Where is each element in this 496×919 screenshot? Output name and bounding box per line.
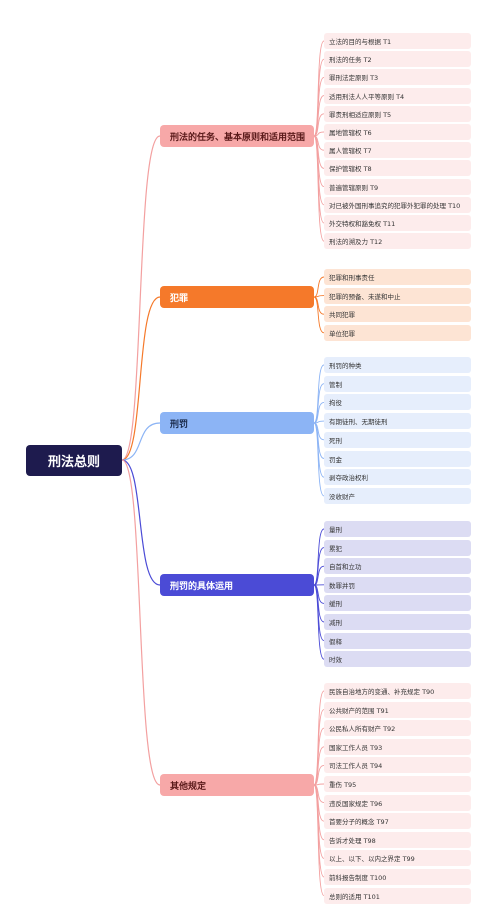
connector-line xyxy=(313,565,325,586)
leaf-node[interactable]: 民族自治地方的变通、补充规定 T90 xyxy=(324,683,471,699)
leaf-node[interactable]: 国家工作人员 T93 xyxy=(324,738,471,755)
leaf-node[interactable]: 以上、以下、以内之界定 T99 xyxy=(324,850,471,867)
leaf-node[interactable]: 拘役 xyxy=(324,394,471,411)
leaf-node[interactable]: 前科报告制度 T100 xyxy=(324,869,471,885)
branch-node[interactable]: 刑罚的具体运用 xyxy=(160,574,314,596)
connector-line xyxy=(121,135,161,461)
leaf-node[interactable]: 罚金 xyxy=(324,450,471,467)
leaf-node[interactable]: 自首和立功 xyxy=(324,558,471,575)
leaf-node[interactable]: 累犯 xyxy=(324,539,471,556)
leaf-node[interactable]: 假释 xyxy=(324,632,471,649)
leaf-node[interactable]: 罪刑法定原则 T3 xyxy=(324,69,471,86)
leaf-node[interactable]: 外交特权和豁免权 T11 xyxy=(324,215,471,231)
connector-line xyxy=(121,296,161,461)
leaf-node[interactable]: 数罪并罚 xyxy=(324,576,471,593)
connector-line xyxy=(313,296,325,334)
leaf-node[interactable]: 减刑 xyxy=(324,614,471,630)
connector-line xyxy=(121,459,161,586)
leaf-node[interactable]: 违反国家规定 T96 xyxy=(324,794,471,811)
connector-line xyxy=(313,296,325,315)
root-node[interactable]: 刑法总则 xyxy=(26,445,122,476)
connector-line xyxy=(313,584,325,660)
leaf-node[interactable]: 普遍管辖原则 T9 xyxy=(324,178,471,195)
connector-line xyxy=(313,422,325,459)
leaf-node[interactable]: 公民私人所有财产 T92 xyxy=(324,720,471,737)
leaf-node[interactable]: 单位犯罪 xyxy=(324,324,471,341)
branch-node[interactable]: 刑罚 xyxy=(160,412,314,434)
leaf-node[interactable]: 没收财产 xyxy=(324,487,471,504)
connector-line xyxy=(313,401,325,424)
connector-line xyxy=(313,383,325,424)
leaf-node[interactable]: 重伤 T95 xyxy=(324,776,471,792)
branch-node[interactable]: 其他规定 xyxy=(160,774,314,796)
leaf-node[interactable]: 有期徒刑、无期徒刑 xyxy=(324,413,471,430)
leaf-node[interactable]: 告诉才处理 T98 xyxy=(324,831,471,848)
leaf-node[interactable]: 犯罪的预备、未遂和中止 xyxy=(324,287,471,304)
leaf-node[interactable]: 时效 xyxy=(324,651,471,668)
branch-node[interactable]: 刑法的任务、基本原则和适用范围 xyxy=(160,125,314,147)
leaf-node[interactable]: 保护管辖权 T8 xyxy=(324,160,471,177)
connector-line xyxy=(313,547,325,586)
branch-node[interactable]: 犯罪 xyxy=(160,286,314,308)
connector-line xyxy=(313,764,325,786)
leaf-node[interactable]: 总则的适用 T101 xyxy=(324,887,471,904)
leaf-node[interactable]: 量刑 xyxy=(324,521,471,537)
leaf-node[interactable]: 犯罪和刑事责任 xyxy=(324,269,471,285)
leaf-node[interactable]: 适用刑法人人平等原则 T4 xyxy=(324,87,471,104)
leaf-node[interactable]: 立法的目的与根据 T1 xyxy=(324,33,471,49)
leaf-node[interactable]: 司法工作人员 T94 xyxy=(324,757,471,774)
leaf-node[interactable]: 刑法的溯及力 T12 xyxy=(324,233,471,250)
connector-line xyxy=(313,276,325,298)
connector-line xyxy=(313,422,325,497)
leaf-node[interactable]: 管制 xyxy=(324,375,471,392)
connector-line xyxy=(313,113,325,137)
connector-line xyxy=(313,135,325,242)
leaf-node[interactable]: 刑罚的种类 xyxy=(324,357,471,373)
connector-line xyxy=(121,422,161,461)
leaf-node[interactable]: 公共财产的范围 T91 xyxy=(324,701,471,718)
leaf-node[interactable]: 共同犯罪 xyxy=(324,306,471,323)
connector-line xyxy=(313,784,325,897)
leaf-node[interactable]: 属地管辖权 T6 xyxy=(324,124,471,140)
leaf-node[interactable]: 缓刑 xyxy=(324,595,471,612)
connector-line xyxy=(313,746,325,786)
leaf-node[interactable]: 属人管辖权 T7 xyxy=(324,142,471,159)
leaf-node[interactable]: 死刑 xyxy=(324,431,471,448)
leaf-node[interactable]: 剥夺政治权利 xyxy=(324,469,471,486)
leaf-node[interactable]: 首要分子的概念 T97 xyxy=(324,813,471,830)
leaf-node[interactable]: 对已被外国刑事追究的犯罪外犯罪的处理 T10 xyxy=(324,196,471,213)
connector-line xyxy=(121,459,161,786)
leaf-node[interactable]: 刑法的任务 T2 xyxy=(324,51,471,68)
leaf-node[interactable]: 罪责刑相适应原则 T5 xyxy=(324,105,471,122)
